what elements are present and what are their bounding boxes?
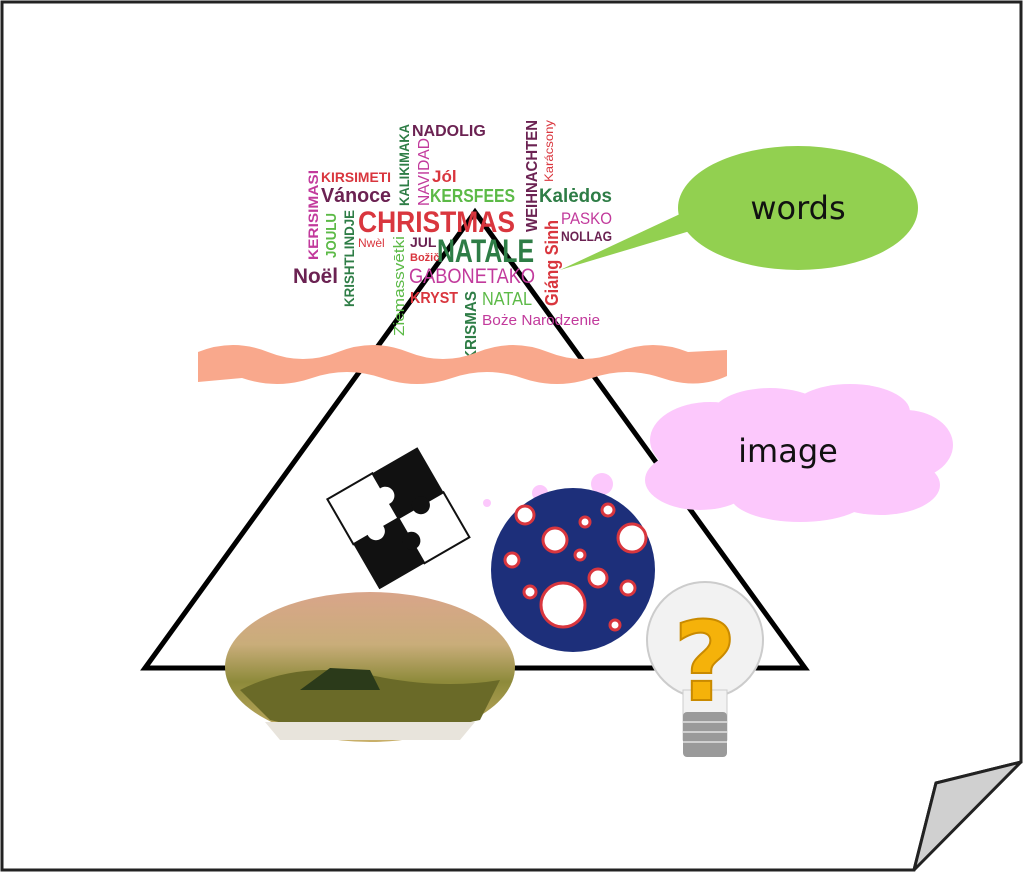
word: CHRISTMAS xyxy=(358,206,515,239)
word-cloud: NADOLIG KALIKIMAKA NAVIDAD WEIHNACHTEN K… xyxy=(293,120,612,361)
word: KALIKIMAKA xyxy=(396,124,412,206)
landscape-book-image xyxy=(225,592,515,742)
word: Ziemassvētki xyxy=(391,236,408,336)
page-fold-corner xyxy=(912,760,1023,872)
word: KRISMAS xyxy=(463,291,480,361)
word: JOULU xyxy=(323,213,340,258)
word: NOLLAG xyxy=(561,228,612,244)
puzzle-pieces-image xyxy=(326,447,471,590)
word: Božič xyxy=(410,252,439,264)
word: Karácsony xyxy=(542,120,556,182)
word: KERISIMASI xyxy=(305,170,321,260)
word: Giáng Sinh xyxy=(542,220,562,306)
word: Vánoce xyxy=(321,185,391,207)
word: JUL xyxy=(410,234,437,250)
word: Jól xyxy=(432,167,457,186)
word: KIRSIMETI xyxy=(321,169,391,185)
word: PASKO xyxy=(561,209,612,228)
word: KRYST xyxy=(410,290,458,307)
image-label: image xyxy=(738,432,838,470)
wave-band xyxy=(198,345,727,384)
words-speech-bubble: words xyxy=(560,146,918,270)
image-thought-cloud: image xyxy=(483,384,953,522)
word: Noël xyxy=(293,265,338,288)
word: NADOLIG xyxy=(412,123,486,140)
word: NAVIDAD xyxy=(416,138,433,206)
word: Boże Narodzenie xyxy=(482,312,600,329)
question-mark-icon: ? xyxy=(673,598,737,726)
word: KRISHTLINDJE xyxy=(341,210,357,307)
word: NATAL xyxy=(482,289,532,309)
word: Kalėdos xyxy=(539,186,612,207)
word: GABONETAKO xyxy=(409,265,535,288)
lightbulb-question-image: ? xyxy=(646,581,764,757)
word: Nwèl xyxy=(358,236,385,250)
words-label: words xyxy=(750,189,845,227)
word: KERSFEES xyxy=(430,186,515,206)
word: NATALE xyxy=(437,233,534,269)
alarm-clocks-image xyxy=(491,488,655,652)
word: WEIHNACHTEN xyxy=(524,120,541,232)
